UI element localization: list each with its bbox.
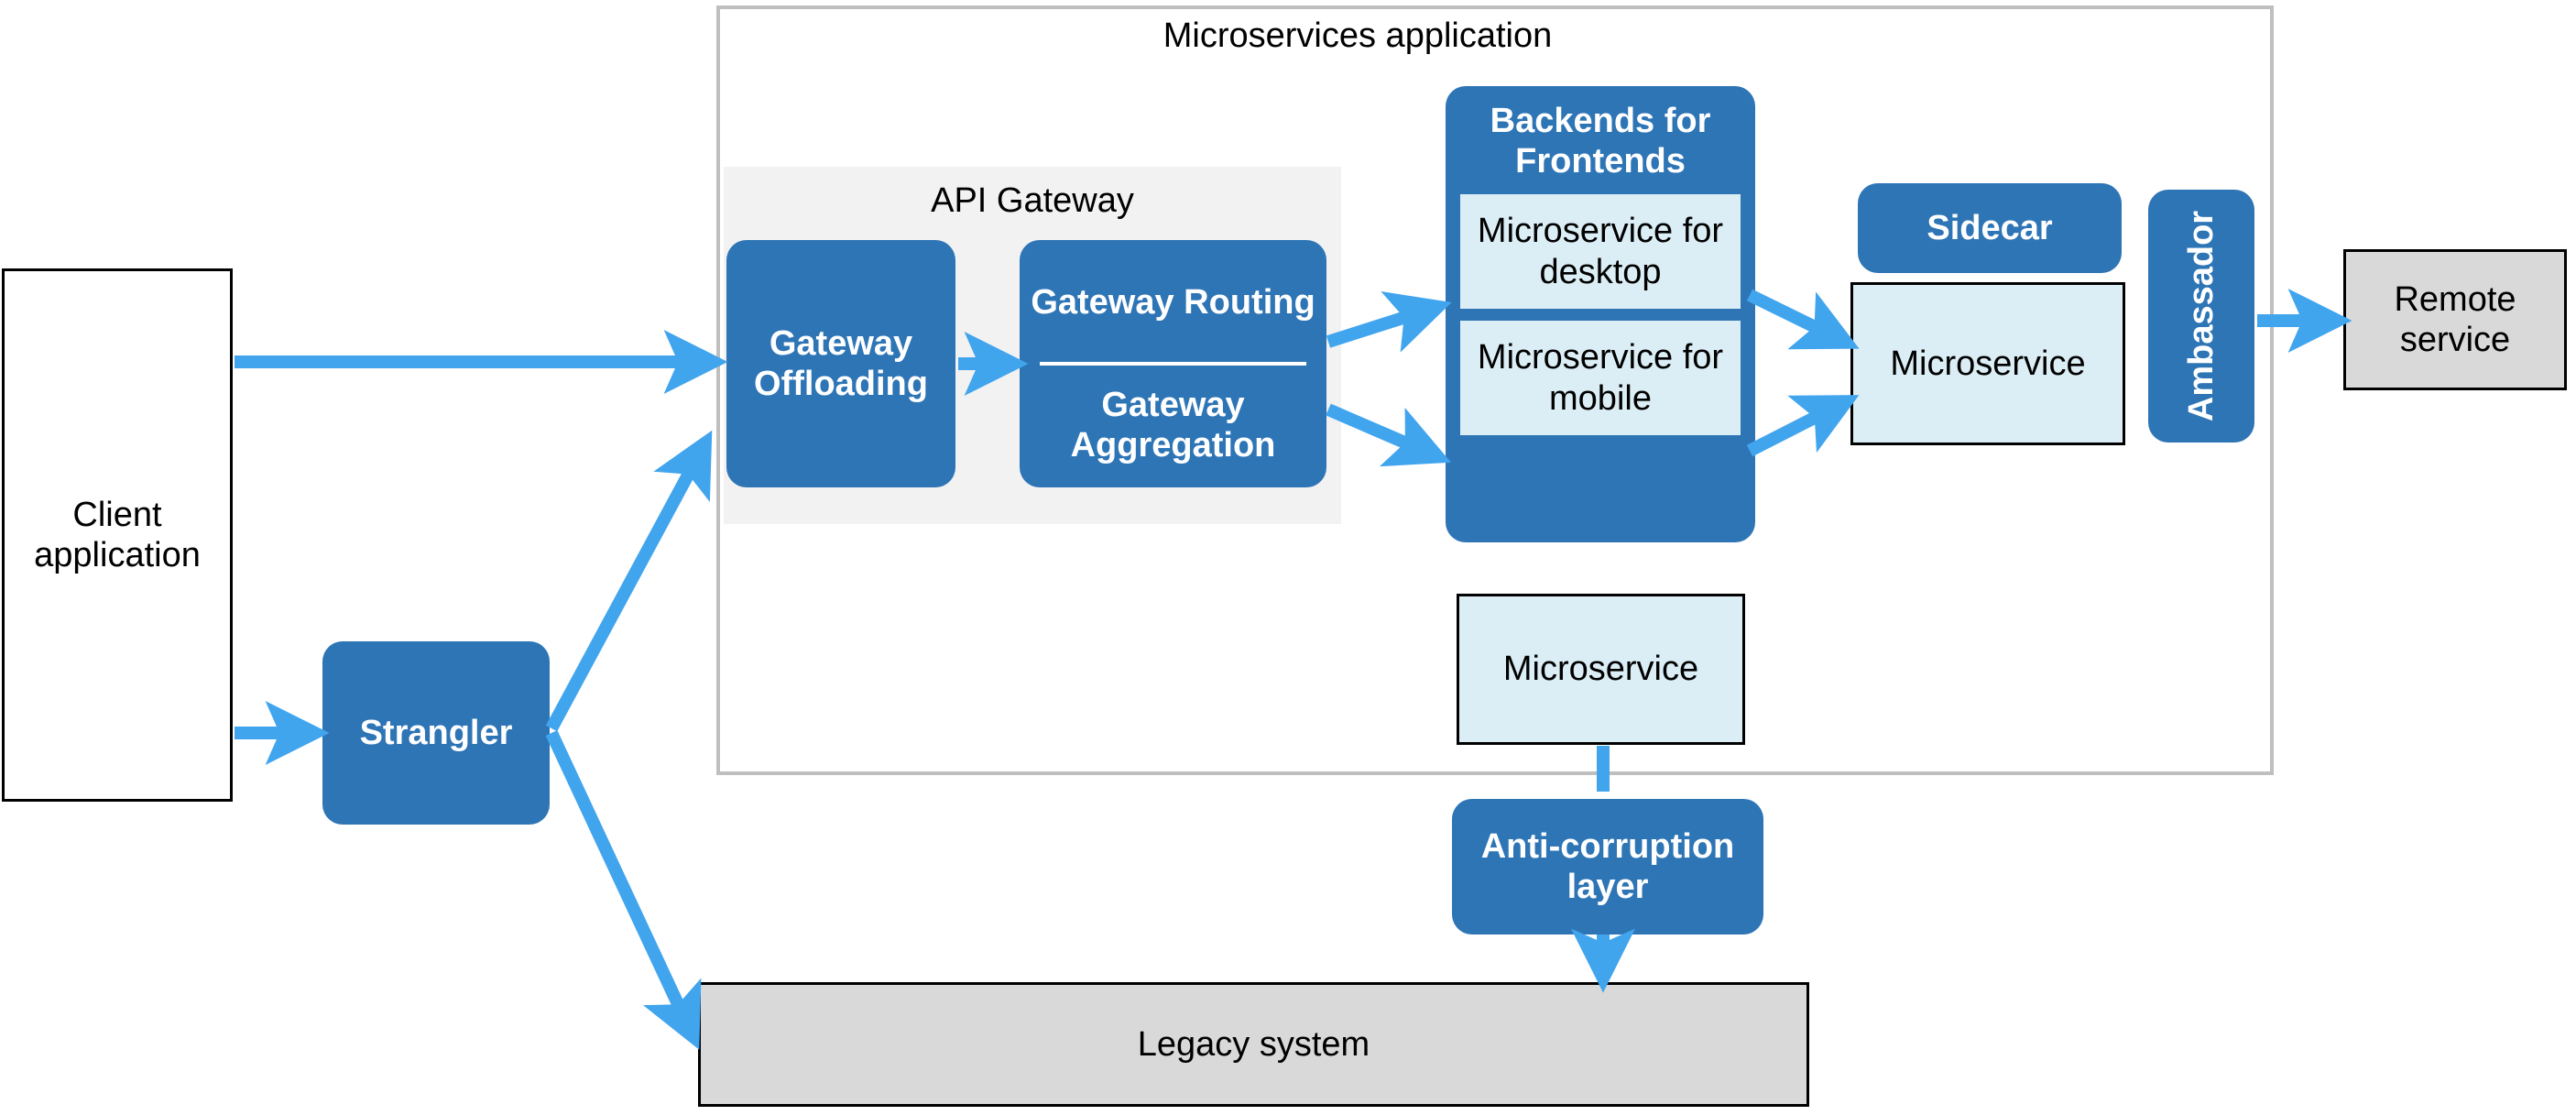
anti-corruption-layer-box[interactable]: Anti-corruption layer: [1452, 799, 1763, 935]
sidecar-box[interactable]: Sidecar: [1858, 183, 2122, 273]
gateway-routing-label: Gateway Routing: [1031, 282, 1315, 322]
client-application-label: Client application: [34, 495, 201, 574]
sidecar-microservice-label: Microservice: [1890, 344, 2086, 383]
arrow-strangler-to-legacy-system: [545, 730, 702, 1050]
sidecar-label: Sidecar: [1927, 208, 2053, 247]
anti-corruption-layer-label: Anti-corruption layer: [1480, 826, 1735, 906]
gateway-aggregation-label: Gateway Aggregation: [1070, 385, 1276, 465]
gateway-offloading-label: Gateway Offloading: [754, 323, 928, 403]
sidecar-microservice-box[interactable]: Microservice: [1850, 282, 2125, 445]
gateway-offloading-box[interactable]: Gateway Offloading: [726, 240, 955, 487]
arrow-strangler-to-gateway-offloading: [545, 430, 713, 732]
remote-service-box[interactable]: Remote service: [2343, 249, 2567, 390]
strangler-label: Strangler: [359, 713, 513, 752]
microservices-application-title: Microservices application: [1162, 16, 1553, 55]
standalone-microservice-box[interactable]: Microservice: [1457, 594, 1745, 745]
remote-service-label: Remote service: [2394, 279, 2516, 359]
legacy-system-box[interactable]: Legacy system: [698, 982, 1809, 1107]
microservice-for-mobile-label: Microservice for mobile: [1477, 338, 1724, 418]
microservice-for-desktop-label: Microservice for desktop: [1477, 212, 1724, 291]
ambassador-label: Ambassador: [2181, 210, 2221, 422]
legacy-system-label: Legacy system: [1137, 1024, 1370, 1064]
standalone-microservice-label: Microservice: [1502, 650, 1699, 689]
client-application-box[interactable]: Client application: [2, 268, 233, 802]
microservice-for-desktop-box[interactable]: Microservice for desktop: [1460, 194, 1741, 309]
api-gateway-caption: API Gateway: [931, 181, 1134, 220]
backends-for-frontends-title: Backends for Frontends: [1490, 101, 1711, 180]
ambassador-box[interactable]: [2148, 190, 2254, 443]
microservice-for-mobile-box[interactable]: Microservice for mobile: [1460, 321, 1741, 435]
gateway-stack-divider: [1040, 362, 1306, 366]
strangler-box[interactable]: Strangler: [322, 641, 550, 825]
backends-for-frontends-box[interactable]: [1446, 86, 1755, 542]
